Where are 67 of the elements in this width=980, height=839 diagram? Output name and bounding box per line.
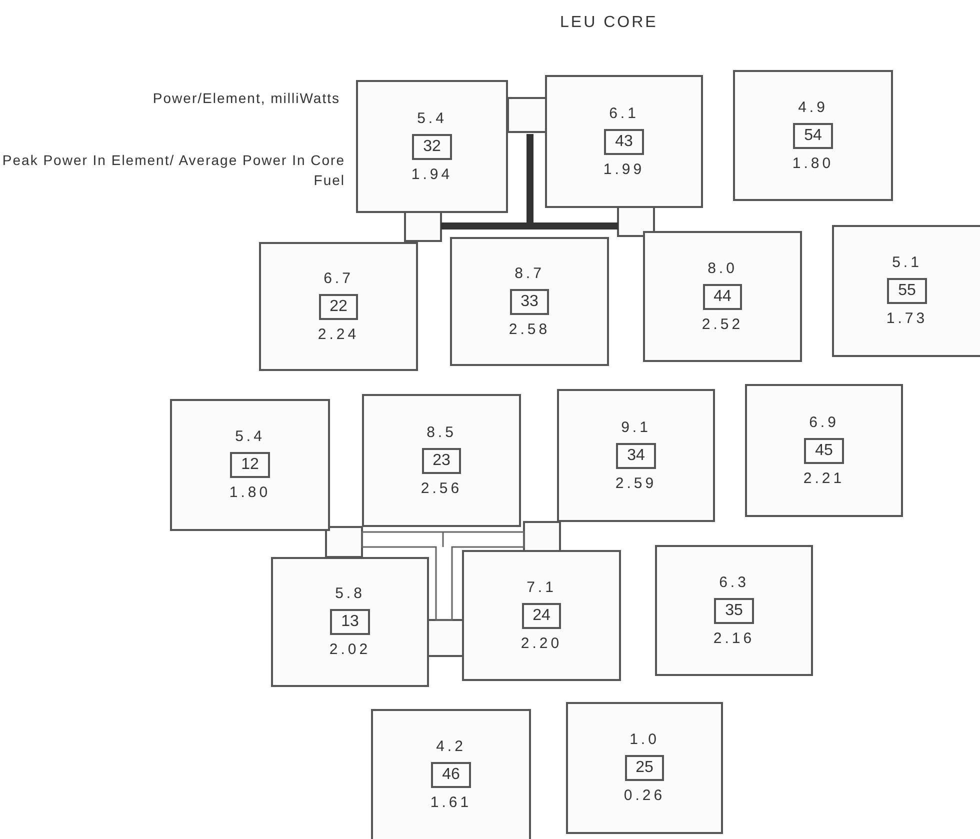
peak-ratio-value: 1.61 bbox=[430, 794, 472, 812]
key-label: Peak Power In Element/ Average Power In Core Fuel bbox=[1, 151, 345, 190]
peak-ratio-value: 2.16 bbox=[713, 630, 755, 648]
element-number: 43 bbox=[604, 128, 644, 154]
fuel-element-box bbox=[170, 399, 330, 531]
fuel-element-box bbox=[450, 237, 609, 366]
fuel-element-box bbox=[356, 80, 508, 213]
element-number: 22 bbox=[318, 294, 358, 320]
fuel-element-box bbox=[643, 231, 802, 362]
peak-ratio-value: 2.58 bbox=[508, 320, 550, 338]
fuel-element-box bbox=[371, 709, 531, 839]
fuel-element-box bbox=[259, 242, 418, 371]
key-label: Power/Element, milliWatts bbox=[152, 89, 340, 108]
fuel-element-box bbox=[655, 545, 813, 676]
element-number: 34 bbox=[616, 442, 656, 468]
peak-ratio-value: 1.99 bbox=[603, 160, 645, 178]
fuel-element-box bbox=[557, 389, 715, 522]
fuel-element-box bbox=[362, 394, 521, 527]
fuel-element-box bbox=[462, 550, 621, 681]
element-number: 55 bbox=[887, 278, 927, 304]
power-value: 6.1 bbox=[609, 104, 639, 122]
element-number: 54 bbox=[793, 122, 833, 148]
power-value: 9.1 bbox=[621, 418, 651, 436]
peak-ratio-value: 0.26 bbox=[624, 787, 666, 805]
element-number: 24 bbox=[522, 602, 562, 628]
power-value: 7.1 bbox=[526, 578, 556, 596]
peak-ratio-value: 2.02 bbox=[329, 641, 371, 659]
element-number: 25 bbox=[624, 755, 664, 781]
power-value: 5.4 bbox=[417, 110, 447, 128]
element-number: 44 bbox=[702, 284, 742, 310]
fuel-element-box bbox=[271, 557, 429, 687]
element-number: 33 bbox=[510, 288, 550, 314]
peak-ratio-value: 1.94 bbox=[411, 166, 453, 184]
power-value: 6.9 bbox=[809, 414, 839, 432]
diagram-title: LEU CORE bbox=[560, 14, 658, 32]
peak-ratio-value: 1.73 bbox=[886, 310, 928, 328]
peak-ratio-value: 2.52 bbox=[702, 316, 744, 334]
fuel-element-box bbox=[733, 70, 893, 201]
power-value: 8.5 bbox=[426, 424, 456, 442]
element-number: 35 bbox=[714, 598, 754, 624]
peak-ratio-value: 1.80 bbox=[229, 484, 271, 502]
power-value: 8.7 bbox=[514, 264, 544, 282]
element-number: 32 bbox=[412, 134, 452, 160]
fuel-element-box bbox=[566, 702, 723, 834]
fuel-element-box bbox=[545, 75, 703, 208]
fuel-element-box bbox=[745, 384, 903, 517]
element-number: 23 bbox=[422, 448, 462, 474]
power-value: 6.7 bbox=[324, 270, 354, 288]
peak-ratio-value: 2.24 bbox=[318, 326, 360, 344]
peak-ratio-value: 2.20 bbox=[520, 634, 562, 652]
element-number: 46 bbox=[431, 762, 471, 788]
element-number: 13 bbox=[330, 609, 370, 635]
element-number: 12 bbox=[230, 452, 270, 478]
peak-ratio-value: 2.56 bbox=[420, 480, 462, 498]
element-number: 45 bbox=[804, 438, 844, 464]
power-value: 5.1 bbox=[892, 254, 922, 272]
peak-ratio-value: 2.21 bbox=[803, 470, 845, 488]
power-value: 4.2 bbox=[436, 738, 466, 756]
power-value: 6.3 bbox=[719, 574, 749, 592]
peak-ratio-value: 1.80 bbox=[792, 154, 834, 172]
power-value: 5.4 bbox=[235, 428, 265, 446]
power-value: 1.0 bbox=[630, 731, 660, 749]
power-value: 4.9 bbox=[798, 98, 828, 116]
power-value: 8.0 bbox=[708, 260, 738, 278]
peak-ratio-value: 2.59 bbox=[615, 474, 657, 492]
fuel-element-box bbox=[832, 225, 980, 357]
power-value: 5.8 bbox=[335, 585, 365, 603]
